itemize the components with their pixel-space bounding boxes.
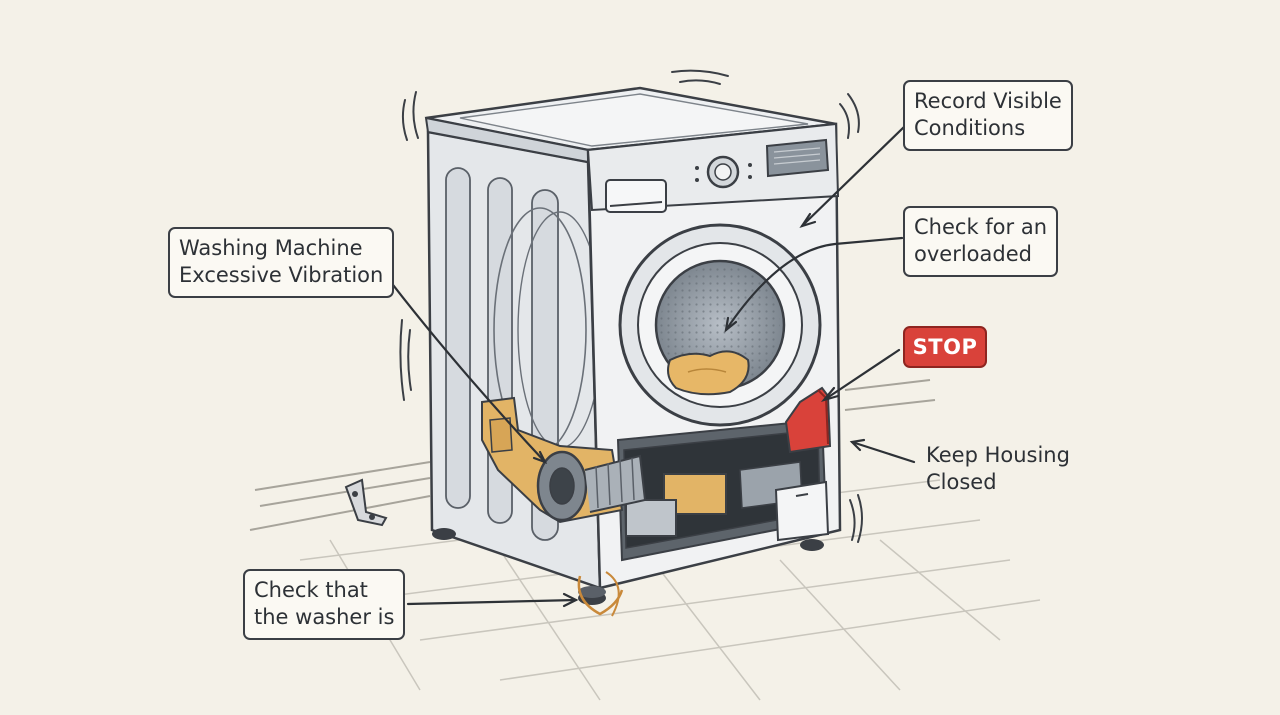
- callout-line: Check that: [254, 578, 368, 602]
- callout-line: the washer is: [254, 605, 395, 629]
- callout-excessive-vibration: Washing Machine Excessive Vibration: [168, 227, 395, 298]
- callout-line: Check for an: [914, 215, 1048, 239]
- callout-line: Conditions: [914, 116, 1026, 140]
- callout-check-level: Check that the washer is: [243, 569, 406, 640]
- callout-line: Record Visible: [914, 89, 1062, 113]
- wall-bracket-icon: [344, 478, 388, 527]
- stop-badge: STOP: [903, 326, 987, 368]
- leveling-foot-icon: [432, 528, 456, 540]
- callout-check-overloaded: Check for an overloaded: [903, 206, 1059, 277]
- laundry-load: [667, 350, 750, 396]
- label-line: Closed: [926, 470, 997, 494]
- callout-line: Excessive Vibration: [179, 263, 384, 287]
- label-keep-housing-closed: Keep Housing Closed: [926, 442, 1070, 496]
- detergent-drawer: [605, 179, 667, 213]
- vibration-marks-icon: [399, 69, 863, 543]
- leader-lines: [378, 124, 916, 608]
- label-line: Keep Housing: [926, 443, 1070, 467]
- stop-sign-icon: [784, 386, 832, 454]
- filter-door: [774, 480, 830, 542]
- wall-baseboard: [249, 379, 936, 531]
- callout-line: Washing Machine: [179, 236, 363, 260]
- washing-machine-icon: [424, 86, 842, 617]
- callout-record-conditions: Record Visible Conditions: [903, 80, 1073, 151]
- callout-line: overloaded: [914, 242, 1032, 266]
